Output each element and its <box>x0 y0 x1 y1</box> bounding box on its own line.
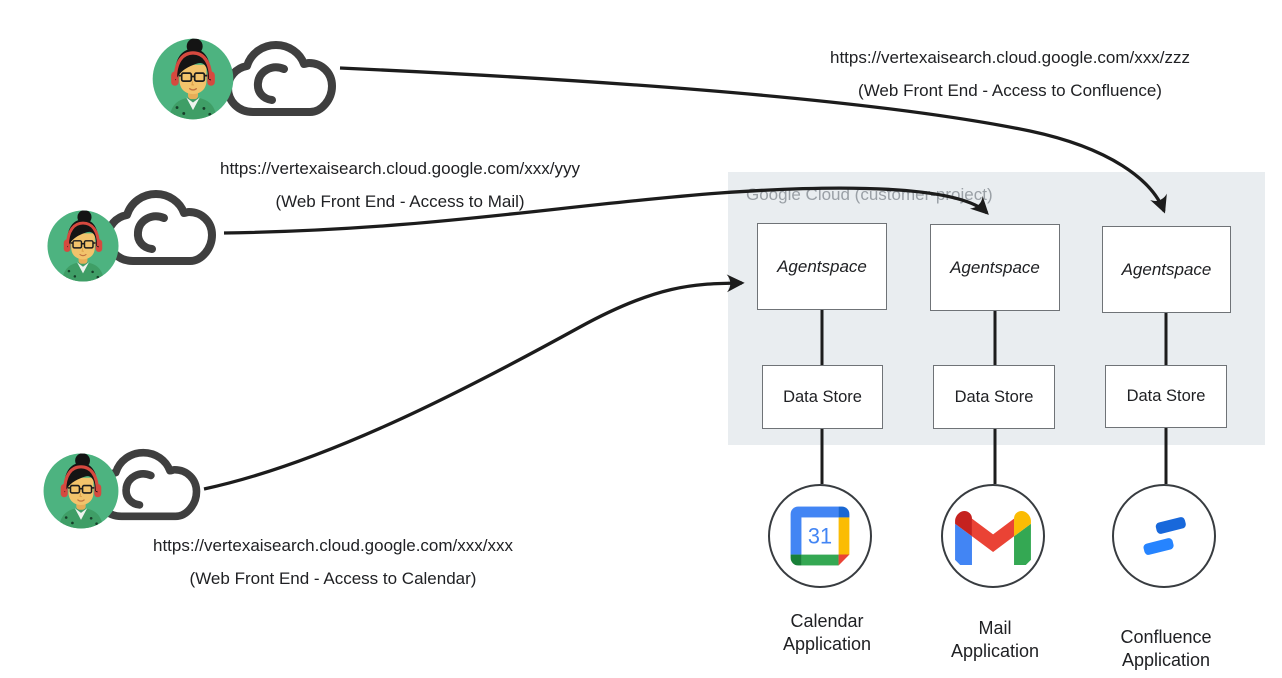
app-label-line1: Calendar <box>790 611 864 631</box>
confluence-icon <box>1143 517 1186 555</box>
user-avatar <box>151 37 235 121</box>
mail-app-circle <box>941 484 1045 588</box>
calendar-app-label: Calendar Application <box>757 610 897 656</box>
flow-caption-confluence: (Web Front End - Access to Confluence) <box>858 81 1162 100</box>
datastore-label: Data Store <box>954 387 1034 406</box>
gmail-icon <box>955 510 1031 565</box>
flow-caption-mail: (Web Front End - Access to Mail) <box>275 192 525 211</box>
agentspace-box-confluence: Agentspace <box>1102 226 1231 313</box>
user-avatar <box>42 452 120 530</box>
flow-arrow-confluence <box>339 66 1167 214</box>
flow-url-calendar: https://vertexaisearch.cloud.google.com/… <box>153 536 513 555</box>
flow-caption-calendar: (Web Front End - Access to Calendar) <box>189 569 477 588</box>
agentspace-label: Agentspace <box>1121 259 1212 279</box>
calendar-app-circle: 31 <box>768 484 872 588</box>
flow-arrow-mail <box>223 186 989 235</box>
datastore-box-mail: Data Store <box>933 365 1055 429</box>
agentspace-box-mail: Agentspace <box>930 224 1060 311</box>
datastore-label: Data Store <box>783 387 862 406</box>
app-label-line2: Application <box>1121 650 1211 670</box>
google-calendar-icon: 31 <box>790 506 850 566</box>
flow-label-mail: https://vertexaisearch.cloud.google.com/… <box>180 152 620 218</box>
app-label-line1: Confluence <box>1120 627 1212 647</box>
app-label-line2: Application <box>782 634 872 654</box>
calendar-day-text: 31 <box>808 524 832 549</box>
cloud-icon <box>222 36 342 120</box>
mail-app-label: Mail Application <box>925 617 1065 663</box>
flow-arrow-calendar <box>203 274 745 491</box>
agentspace-box-calendar: Agentspace <box>757 223 887 310</box>
app-label-line2: Application <box>950 641 1040 661</box>
confluence-app-label: Confluence Application <box>1091 626 1241 672</box>
flow-url-confluence: https://vertexaisearch.cloud.google.com/… <box>830 48 1190 67</box>
flow-url-mail: https://vertexaisearch.cloud.google.com/… <box>220 159 580 178</box>
datastore-label: Data Store <box>1126 387 1206 405</box>
app-label-line1: Mail <box>978 618 1012 638</box>
confluence-app-circle <box>1112 484 1216 588</box>
flow-label-confluence: https://vertexaisearch.cloud.google.com/… <box>790 41 1230 107</box>
user-avatar <box>46 209 120 283</box>
flow-label-calendar: https://vertexaisearch.cloud.google.com/… <box>113 529 553 595</box>
datastore-box-confluence: Data Store <box>1105 365 1227 428</box>
agentspace-label: Agentspace <box>950 257 1040 277</box>
datastore-box-calendar: Data Store <box>762 365 883 429</box>
agentspace-label: Agentspace <box>777 256 867 276</box>
